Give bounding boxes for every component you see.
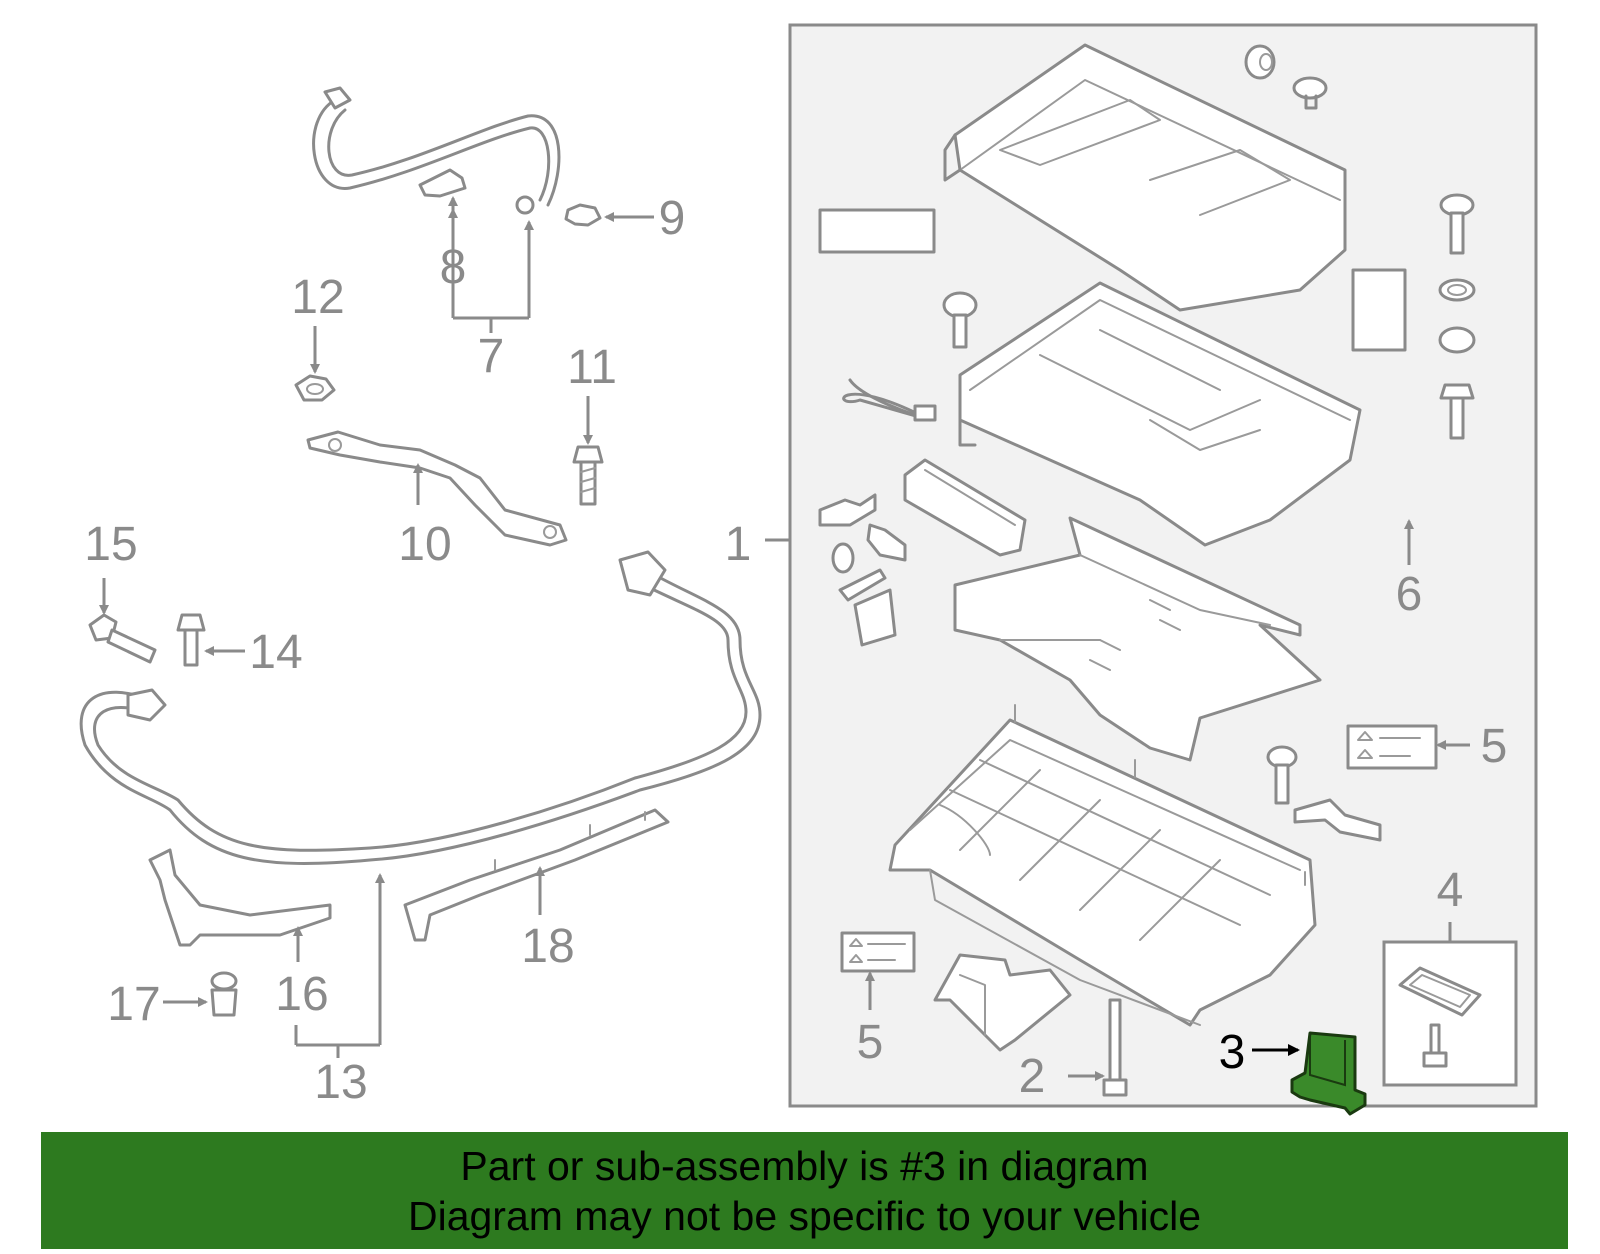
- callout-15: 15: [84, 518, 137, 571]
- insulation-sheet: [953, 516, 1322, 762]
- callout-17: 17: [107, 978, 160, 1031]
- bolt-right-upper: [1439, 193, 1475, 255]
- pack-bracket-right: [1293, 798, 1382, 842]
- tray-bolt: [942, 291, 978, 349]
- callout-5-lower: 5: [857, 1016, 884, 1069]
- cover-label: [818, 208, 936, 254]
- pack-bolt: [1266, 745, 1298, 805]
- bracket-16: [148, 848, 332, 947]
- label-right: [1351, 268, 1407, 352]
- callout-18: 18: [521, 920, 574, 973]
- service-disconnect: [842, 378, 1027, 557]
- cover-grommet: [1244, 44, 1276, 80]
- item-4-seal: [1398, 966, 1482, 1017]
- callout-11: 11: [567, 341, 617, 394]
- callout-6: 6: [1396, 568, 1423, 621]
- bracket-18: [403, 808, 670, 942]
- washer-seal: [1438, 278, 1476, 354]
- cover-push-pin: [1292, 76, 1328, 110]
- item-4-bolt: [1422, 1023, 1448, 1068]
- callout-3: 3: [1219, 1026, 1246, 1079]
- callout-12: 12: [291, 271, 344, 324]
- battery-tray: [958, 281, 1362, 547]
- item-4-box: [1382, 940, 1518, 1087]
- clip-8: [418, 168, 467, 198]
- bolt-15: [88, 613, 157, 664]
- info-banner: Part or sub-assembly is #3 in diagram Di…: [41, 1132, 1568, 1249]
- air-duct: [933, 953, 1072, 1052]
- battery-cable-7: [312, 86, 561, 215]
- callout-7: 7: [478, 330, 505, 383]
- nut-9: [564, 203, 602, 227]
- callout-4: 4: [1437, 864, 1464, 917]
- ground-strap-10: [306, 430, 568, 547]
- callout-14: 14: [249, 626, 302, 679]
- callout-1: 1: [725, 518, 752, 571]
- battery-pack-module: [888, 704, 1317, 1027]
- callout-5-upper: 5: [1481, 720, 1508, 773]
- warning-label-upper: [1346, 724, 1438, 770]
- banner-line-2: Diagram may not be specific to your vehi…: [407, 1192, 1201, 1239]
- banner-line-1: Part or sub-assembly is #3 in diagram: [460, 1142, 1149, 1189]
- battery-cover: [943, 43, 1347, 312]
- wire-harness-13: [79, 550, 762, 865]
- bracket-set: [818, 493, 907, 647]
- nut-12: [294, 374, 336, 402]
- long-bolt: [1102, 998, 1128, 1097]
- push-pin-17: [210, 971, 238, 1017]
- callout-2: 2: [1019, 1050, 1046, 1103]
- callout-16: 16: [275, 968, 328, 1021]
- leader-lines: [99, 196, 1470, 1081]
- highlighted-part-3: [1290, 1031, 1367, 1116]
- callout-8: 8: [440, 241, 467, 294]
- callout-10: 10: [398, 518, 451, 571]
- callout-13: 13: [314, 1056, 367, 1109]
- bolt-14: [176, 613, 206, 667]
- bolt-right-lower: [1439, 383, 1475, 440]
- callout-9: 9: [659, 192, 686, 245]
- bolt-11: [572, 445, 604, 506]
- warning-label-lower: [840, 931, 916, 973]
